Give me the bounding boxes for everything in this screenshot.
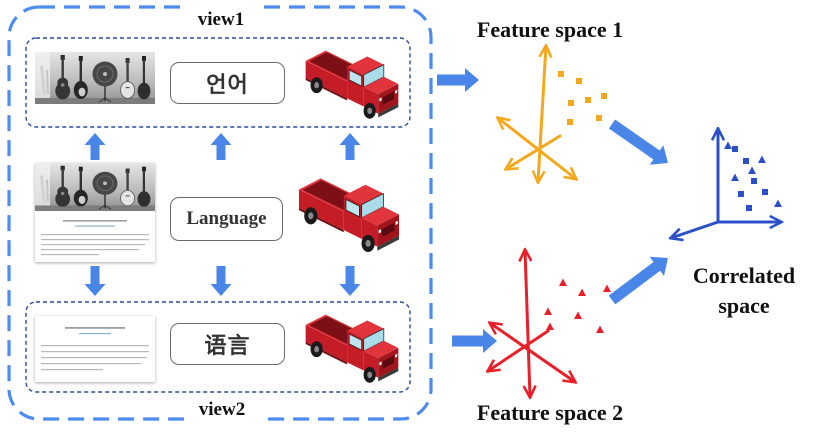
feature-space-2-triangle-point xyxy=(574,311,582,319)
correlated-space-square-point xyxy=(743,158,749,164)
view2-row-border xyxy=(25,301,411,393)
document-image-view2 xyxy=(35,316,155,382)
text-box-view2-label: 语言 xyxy=(204,334,251,359)
feature-space-1-square-point xyxy=(567,119,573,125)
feature-space-2-triangle-point xyxy=(546,322,554,330)
text-box-view2: 语言 xyxy=(170,323,285,365)
view2-label: view2 xyxy=(184,398,260,424)
arrow-view2-to-feature-space-2 xyxy=(452,329,497,353)
feature-space-2-triangle-point xyxy=(578,288,586,296)
correlated-space-triangle-point xyxy=(731,173,739,181)
block-arrows xyxy=(84,68,668,353)
document-image-view2-content xyxy=(41,327,149,371)
feature-space-2-axis-depth xyxy=(488,329,550,371)
correlated-space-axis-depth xyxy=(671,220,720,238)
feature-space-1-label: Feature space 1 xyxy=(476,17,624,42)
feature-space-2-axis-diagonal xyxy=(490,323,575,382)
correlated-space-square-point xyxy=(762,189,768,195)
text-box-shared: Language xyxy=(170,197,283,241)
truck-image-view1 xyxy=(305,49,399,120)
correlated-space-triangle-point xyxy=(774,199,782,207)
correlated-space-label-line1: Correlated xyxy=(692,263,796,288)
correlated-space-axes xyxy=(671,129,781,238)
correlated-space-square-point xyxy=(751,178,757,184)
view1-label: view1 xyxy=(183,2,259,32)
feature-space-1-points xyxy=(558,71,607,125)
correlated-space-triangle-point xyxy=(748,166,756,174)
correlated-space-label: Correlated space xyxy=(682,261,806,321)
feature-space-1-square-point xyxy=(601,93,607,99)
down-arrow-text xyxy=(210,266,232,296)
truck-image-shared xyxy=(298,177,400,253)
feature-space-2-axis-vertical xyxy=(525,250,530,397)
correlated-space-triangle-point xyxy=(758,155,766,163)
up-arrow-images xyxy=(84,133,106,160)
down-arrow-images xyxy=(84,266,106,296)
guitars-image-view1 xyxy=(35,52,155,104)
document-image-shared-content xyxy=(35,163,155,262)
feature-space-2-axes xyxy=(488,250,575,397)
arrow-feature-space-1-to-correlated xyxy=(608,119,668,165)
correlated-space-label-line2: space xyxy=(718,293,770,318)
feature-space-1-square-point xyxy=(596,115,602,121)
feature-space-1-axes xyxy=(498,46,576,182)
feature-space-2-triangle-point xyxy=(559,278,567,286)
arrow-feature-space-2-to-correlated xyxy=(608,256,668,305)
truck-image-view2 xyxy=(305,313,399,384)
feature-space-2-triangle-point xyxy=(596,325,604,333)
correlated-space-square-point xyxy=(738,191,744,197)
feature-space-2-points xyxy=(544,278,611,333)
feature-space-1-axis-depth xyxy=(506,134,562,169)
correlated-space-square-point xyxy=(746,205,752,211)
text-box-shared-label: Language xyxy=(186,208,267,229)
feature-space-1-square-point xyxy=(568,100,574,106)
document-image-shared xyxy=(35,163,155,262)
feature-space-2-label: Feature space 2 xyxy=(476,400,624,425)
feature-space-2-triangle-point xyxy=(603,284,611,292)
feature-space-2-triangle-point xyxy=(544,307,552,315)
text-box-view1-label: 언어 xyxy=(206,73,249,98)
view1-row-border xyxy=(25,37,411,128)
arrow-view1-to-feature-space-1 xyxy=(437,68,479,92)
feature-space-1-axis-vertical xyxy=(538,46,546,182)
correlated-space-square-point xyxy=(732,146,738,152)
up-arrow-truck xyxy=(339,133,361,160)
feature-space-1-square-point xyxy=(576,78,582,84)
feature-space-1-square-point xyxy=(585,97,591,103)
correlated-space-triangle-point xyxy=(724,141,732,149)
feature-space-1-square-point xyxy=(558,71,564,77)
down-arrow-truck xyxy=(339,266,361,296)
correlated-space-points xyxy=(724,141,782,211)
up-arrow-text xyxy=(210,133,232,160)
text-box-view1: 언어 xyxy=(170,62,285,104)
